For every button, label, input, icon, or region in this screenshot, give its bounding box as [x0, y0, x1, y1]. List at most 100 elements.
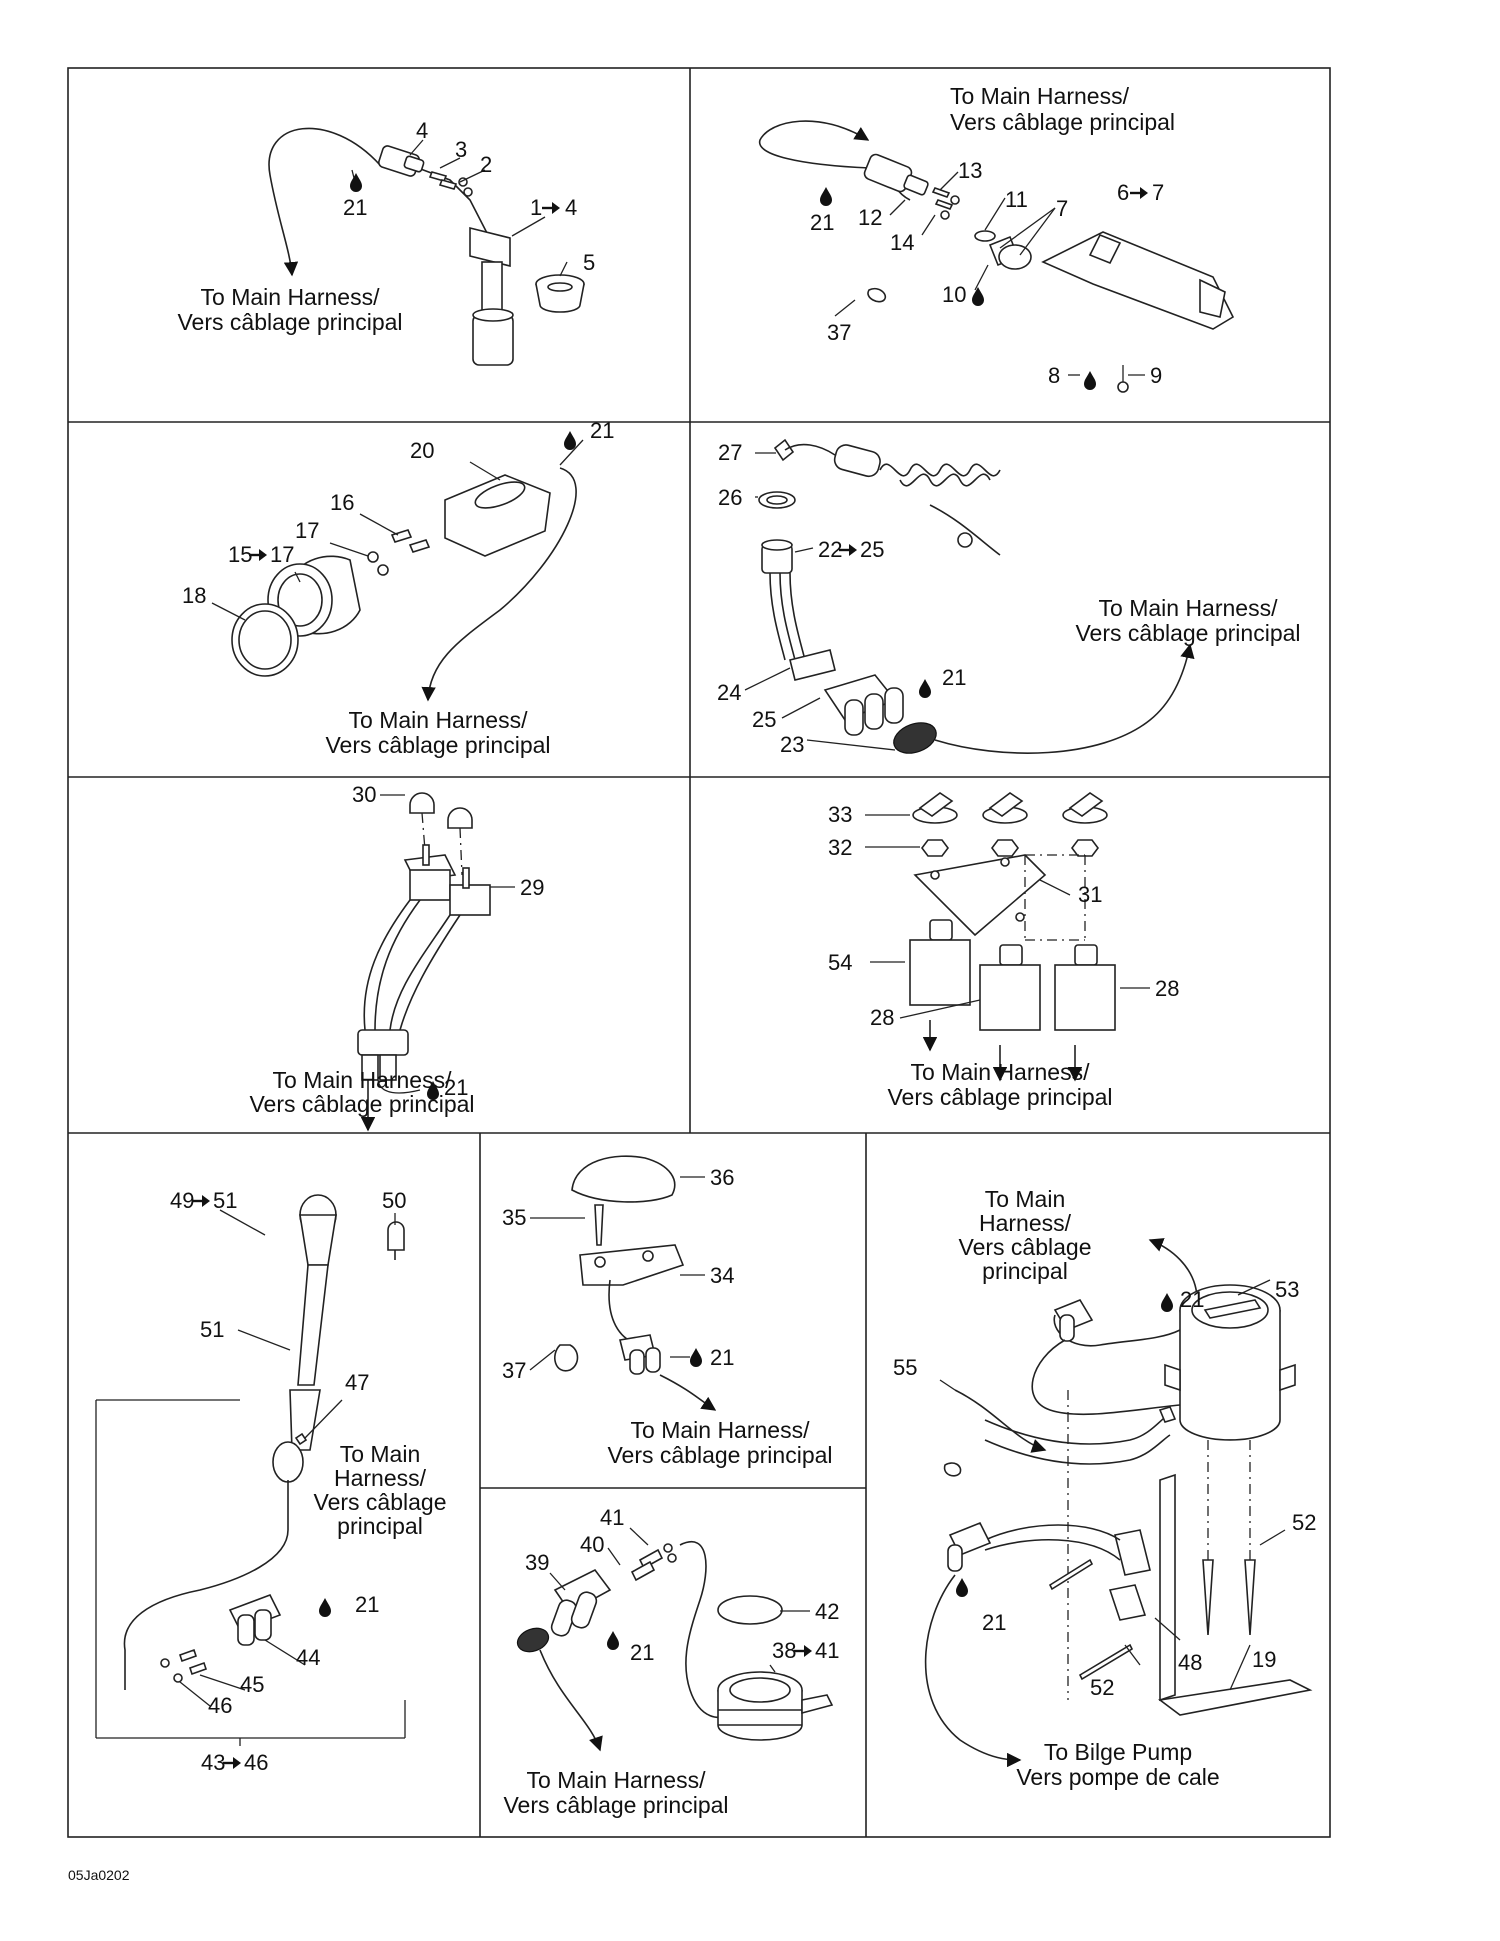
drop-icon [820, 187, 832, 206]
caption-harness-fr: Vers câblage principal [249, 1091, 474, 1117]
drop-icon [319, 1598, 331, 1617]
ref-43: 43 [201, 1750, 225, 1775]
ref-50: 50 [382, 1188, 406, 1213]
drop-icon [564, 431, 576, 450]
caption-harness-fr: Vers câblage principal [325, 732, 550, 758]
ref-9: 9 [1150, 363, 1162, 388]
ref-10: 10 [942, 282, 966, 307]
panel-bilge-pump: To Main Harness/ Vers câblage principal … [893, 1186, 1316, 1790]
ref-28: 28 [1155, 976, 1179, 1001]
ref-3: 3 [455, 137, 467, 162]
drop-icon [1161, 1293, 1173, 1312]
ref-24: 24 [717, 680, 741, 705]
panel-cord-switch: 27 26 22 25 24 25 23 21 To Main Harness/… [717, 438, 1301, 757]
ref-31: 31 [1078, 882, 1102, 907]
ref-7b: 7 [1152, 180, 1164, 205]
caption-bilge-fr: Vers pompe de cale [1016, 1764, 1219, 1790]
arrow-icon [792, 1643, 814, 1659]
panel-nav-light: 36 35 34 37 21 To Main Harness/ Vers câb… [502, 1155, 833, 1468]
ref-41: 41 [600, 1505, 624, 1530]
caption-harness-fr: Vers câblage principal [1075, 620, 1300, 646]
caption-harness: Harness/ [979, 1210, 1072, 1236]
ref-39: 39 [525, 1550, 549, 1575]
ref-28b: 28 [870, 1005, 894, 1030]
caption-harness-en: To Main Harness/ [273, 1067, 453, 1093]
drawing-code: 05Ja0202 [68, 1867, 130, 1883]
ref-21: 21 [355, 1592, 379, 1617]
drop-icon [972, 287, 984, 306]
arrow-icon [190, 1193, 212, 1209]
ref-37: 37 [502, 1358, 526, 1383]
ref-40: 40 [580, 1532, 604, 1557]
ref-33: 33 [828, 802, 852, 827]
ref-52: 52 [1292, 1510, 1316, 1535]
ref-17: 17 [295, 518, 319, 543]
caption-harness-en: To Main Harness/ [950, 83, 1130, 109]
ref-49: 49 [170, 1188, 194, 1213]
ref-4b: 4 [565, 195, 577, 220]
ref-34: 34 [710, 1263, 734, 1288]
ref-52b: 52 [1090, 1675, 1114, 1700]
ref-46: 46 [208, 1693, 232, 1718]
ref-51b: 51 [200, 1317, 224, 1342]
ref-48: 48 [1178, 1650, 1202, 1675]
ref-7: 7 [1056, 196, 1068, 221]
ref-21: 21 [630, 1640, 654, 1665]
panel-horn: 41 40 39 42 38 41 21 To Main Harness/ Ve… [503, 1505, 839, 1818]
ref-4: 4 [416, 118, 428, 143]
ref-35: 35 [502, 1205, 526, 1230]
ref-25b: 25 [752, 707, 776, 732]
ref-5: 5 [583, 250, 595, 275]
ref-21b: 21 [982, 1610, 1006, 1635]
ref-30: 30 [352, 782, 376, 807]
panel-level-sensor: 4 3 2 21 1 4 5 To Main Harness/ Vers câb… [177, 118, 595, 366]
caption-harness-en: To Main Harness/ [527, 1767, 707, 1793]
caption-principal: principal [337, 1513, 423, 1539]
ref-32: 32 [828, 835, 852, 860]
ref-54: 54 [828, 950, 852, 975]
drop-icon [350, 173, 362, 192]
ref-55: 55 [893, 1355, 917, 1380]
ref-21: 21 [810, 210, 834, 235]
ref-15: 15 [228, 542, 252, 567]
ref-23: 23 [780, 732, 804, 757]
ref-21: 21 [1180, 1287, 1204, 1312]
panel-switch: To Main Harness/ Vers câblage principal … [758, 83, 1235, 393]
ref-27: 27 [718, 440, 742, 465]
ref-29: 29 [520, 875, 544, 900]
caption-bilge-en: To Bilge Pump [1044, 1739, 1192, 1765]
ref-21: 21 [710, 1345, 734, 1370]
caption-harness-fr: Vers câblage principal [607, 1442, 832, 1468]
ref-21: 21 [590, 418, 614, 443]
ref-38: 38 [772, 1638, 796, 1663]
caption-to-main: To Main [340, 1441, 421, 1467]
ref-22: 22 [818, 537, 842, 562]
panel-relays: 33 32 31 54 28 28 To Main Harness/ Vers … [828, 792, 1179, 1110]
caption-harness-fr: Vers câblage principal [887, 1084, 1112, 1110]
caption-principal: principal [982, 1258, 1068, 1284]
ref-42: 42 [815, 1599, 839, 1624]
ref-19: 19 [1252, 1647, 1276, 1672]
ref-21: 21 [942, 665, 966, 690]
caption-to-main: To Main [985, 1186, 1066, 1212]
ref-16: 16 [330, 490, 354, 515]
caption-harness-en: To Main Harness/ [911, 1059, 1091, 1085]
caption-harness-fr: Vers câblage principal [177, 309, 402, 335]
ref-20: 20 [410, 438, 434, 463]
panel-stern-light: 49 51 50 51 47 To Main Harness/ Vers câb… [95, 1188, 446, 1775]
arrow-icon [221, 1755, 243, 1771]
arrow-icon [540, 200, 562, 216]
ref-37: 37 [827, 320, 851, 345]
ref-25: 25 [860, 537, 884, 562]
drop-icon [607, 1631, 619, 1650]
ref-14: 14 [890, 230, 914, 255]
ref-26: 26 [718, 485, 742, 510]
caption-harness-en: To Main Harness/ [201, 284, 381, 310]
drop-icon [919, 679, 931, 698]
ref-44: 44 [296, 1645, 320, 1670]
caption-harness-en: To Main Harness/ [349, 707, 529, 733]
caption-harness-en: To Main Harness/ [631, 1417, 811, 1443]
ref-1: 1 [530, 195, 542, 220]
ref-2: 2 [480, 152, 492, 177]
